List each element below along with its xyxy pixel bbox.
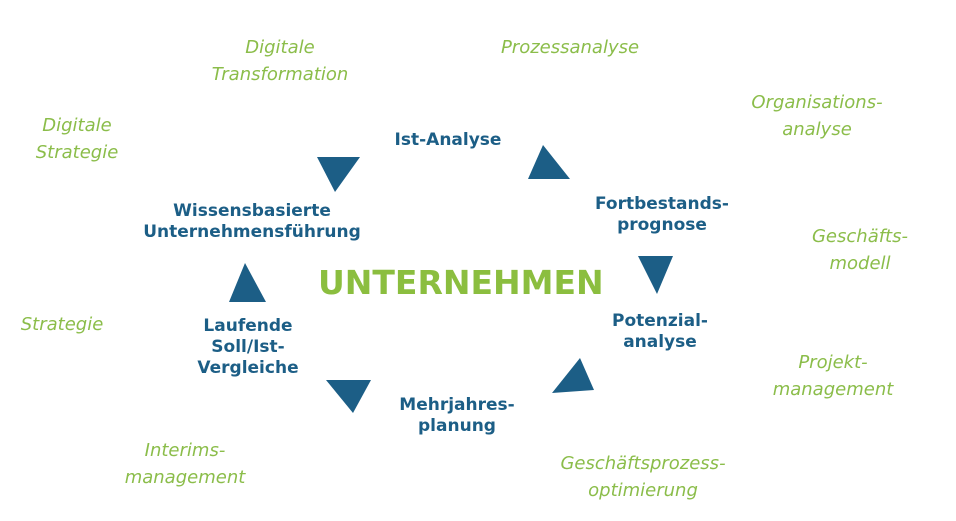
arrow-ist-to-fortbestand <box>528 145 570 179</box>
cycle-step-mehrjahresplanung: Mehrjahres- planung <box>387 395 527 437</box>
arrow-potenzial-to-mehrjahres <box>552 358 594 393</box>
service-label: Prozessanalyse <box>500 37 640 58</box>
service-label: Projekt- <box>798 352 868 373</box>
service-geschaeftsprozessoptimierung: Geschäftsprozess- optimierung <box>533 450 753 504</box>
service-digitale-strategie: Digitale Strategie <box>12 112 142 166</box>
service-label: management <box>772 379 894 400</box>
cycle-step-label: Wissensbasierte <box>173 201 331 221</box>
service-label: management <box>124 467 246 488</box>
service-interimsmanagement: Interims- management <box>100 437 270 491</box>
service-label: analyse <box>782 119 852 140</box>
cycle-step-laufende-soll-ist-vergleiche: Laufende Soll/Ist- Vergleiche <box>178 316 318 379</box>
service-strategie: Strategie <box>2 311 122 338</box>
service-prozessanalyse: Prozessanalyse <box>480 34 660 61</box>
service-label: Strategie <box>35 142 119 163</box>
cycle-step-label: Ist-Analyse <box>394 130 502 150</box>
cycle-step-label: Laufende <box>203 316 293 336</box>
service-digitale-transformation: Digitale Transformation <box>190 34 370 88</box>
service-label: Organisations- <box>751 92 883 113</box>
center-label: UNTERNEHMEN <box>318 263 604 302</box>
cycle-step-label: analyse <box>623 332 697 352</box>
arrow-laufende-to-wissen <box>229 263 266 302</box>
cycle-step-ist-analyse: Ist-Analyse <box>378 130 518 151</box>
service-geschaeftsmodell: Geschäfts- modell <box>790 223 930 277</box>
service-label: Geschäftsprozess- <box>560 453 726 474</box>
cycle-step-label: prognose <box>617 215 707 235</box>
arrow-wissen-to-ist <box>317 157 360 192</box>
service-organisationsanalyse: Organisations- analyse <box>727 89 907 143</box>
service-label: Transformation <box>211 64 349 85</box>
service-label: Strategie <box>20 314 104 335</box>
arrow-fortbestand-to-potenzial <box>638 256 673 294</box>
service-label: Digitale <box>42 115 112 136</box>
service-projektmanagement: Projekt- management <box>748 349 918 403</box>
cycle-step-label: Fortbestands- <box>595 194 729 214</box>
cycle-step-label: Potenzial- <box>612 311 708 331</box>
service-label: modell <box>829 253 891 274</box>
service-label: Interims- <box>144 440 226 461</box>
cycle-step-label: planung <box>418 416 496 436</box>
arrow-mehrjahres-to-laufende <box>326 380 371 413</box>
cycle-step-fortbestandsprognose: Fortbestands- prognose <box>582 194 742 236</box>
service-label: Digitale <box>245 37 315 58</box>
service-label: optimierung <box>588 480 698 501</box>
cycle-step-label: Vergleiche <box>197 358 299 378</box>
cycle-step-label: Unternehmensführung <box>143 222 361 242</box>
cycle-step-label: Soll/Ist- <box>211 337 285 357</box>
service-label: Geschäfts- <box>811 226 908 247</box>
cycle-step-potenzialanalyse: Potenzial- analyse <box>598 311 722 353</box>
cycle-step-label: Mehrjahres- <box>399 395 515 415</box>
cycle-step-wissensbasierte-unternehmensfuehrung: Wissensbasierte Unternehmensführung <box>132 201 372 243</box>
